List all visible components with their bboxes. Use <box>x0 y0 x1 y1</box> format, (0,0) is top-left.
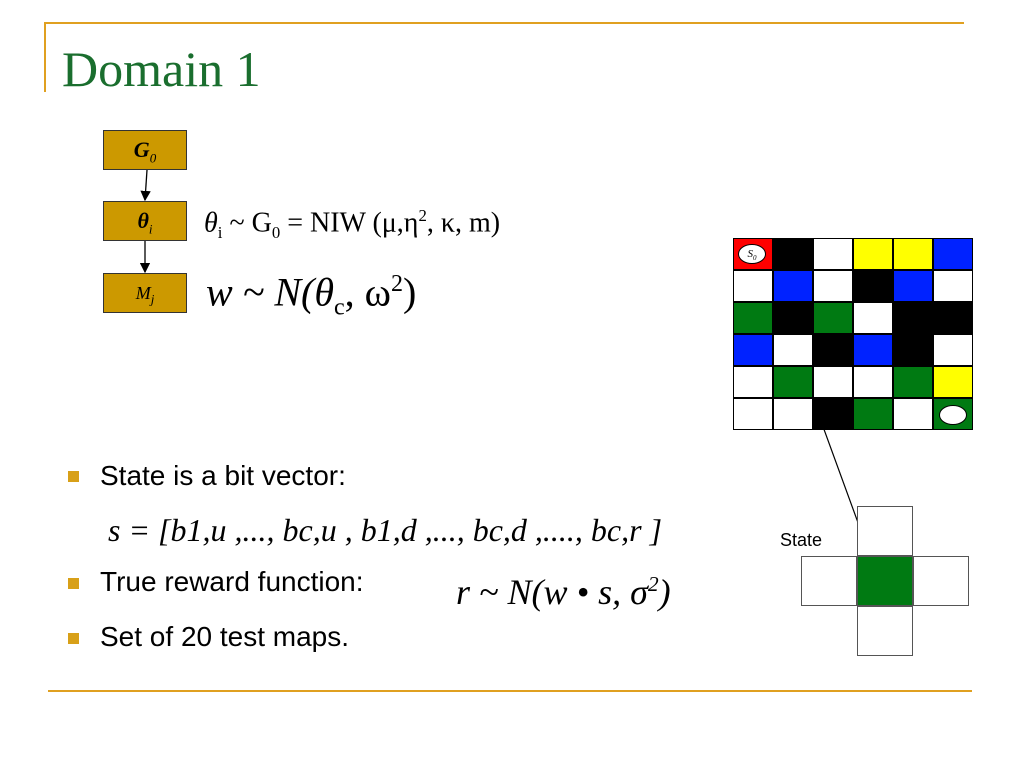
reward-equation: r ~ N(w • s, σ2) <box>456 572 671 612</box>
grid-cell-3-0 <box>733 334 773 366</box>
grid-cell-1-0 <box>733 270 773 302</box>
grid-cell-2-5 <box>933 302 973 334</box>
node-m-main: M <box>135 283 151 303</box>
start-marker-label: S <box>747 248 754 260</box>
grid-cell-2-0 <box>733 302 773 334</box>
state-vector-equation: s = [b1,u ,..., bc,u , b1,d ,..., bc,d ,… <box>108 512 663 548</box>
grid-cell-5-3 <box>853 398 893 430</box>
grid-cell-3-4 <box>893 334 933 366</box>
start-marker-sub: 0 <box>753 254 757 263</box>
state-cell-right <box>913 556 969 606</box>
node-g0-main: G <box>133 137 150 162</box>
grid-cell-4-5 <box>933 366 973 398</box>
bullet-text-2: True reward function: <box>100 566 364 597</box>
grid-cell-5-1 <box>773 398 813 430</box>
state-cell-down <box>857 606 913 656</box>
grid-cell-2-4 <box>893 302 933 334</box>
grid-cell-0-2 <box>813 238 853 270</box>
grid-cell-5-2 <box>813 398 853 430</box>
state-cell-left <box>801 556 857 606</box>
top-accent-rule <box>44 22 964 24</box>
w-distribution-equation: w ~ N(θc, ω2) <box>206 269 417 321</box>
node-g0-sub: 0 <box>149 150 157 166</box>
bottom-accent-rule <box>48 690 972 692</box>
grid-cell-2-3 <box>853 302 893 334</box>
grid-cell-0-4 <box>893 238 933 270</box>
bullet-text-3: Set of 20 test maps. <box>100 621 350 652</box>
grid-cell-2-2 <box>813 302 853 334</box>
node-theta-main: θ <box>137 208 149 233</box>
grid-cell-1-2 <box>813 270 853 302</box>
grid-cell-0-5 <box>933 238 973 270</box>
grid-cell-1-5 <box>933 270 973 302</box>
grid-cell-1-3 <box>853 270 893 302</box>
grid-cell-0-3 <box>853 238 893 270</box>
grid-cell-4-2 <box>813 366 853 398</box>
grid-cell-3-3 <box>853 334 893 366</box>
grid-cell-0-1 <box>773 238 813 270</box>
grid-cell-5-4 <box>893 398 933 430</box>
state-label: State <box>780 530 823 550</box>
bullet-text-1: State is a bit vector: <box>100 460 346 491</box>
bullet-marker-3 <box>68 633 79 644</box>
start-marker: S0 <box>738 244 766 264</box>
grid-cell-3-5 <box>933 334 973 366</box>
grid-cell-5-0 <box>733 398 773 430</box>
slide-title: Domain 1 <box>62 41 261 97</box>
theta-prior-equation: θi ~ G0 = NIW (μ,η2, κ, m) <box>204 206 501 242</box>
grid-cell-4-3 <box>853 366 893 398</box>
left-accent-rule <box>44 22 46 92</box>
bullet-marker-2 <box>68 578 79 589</box>
arrow-g0-to-theta <box>140 169 151 202</box>
grid-cell-3-2 <box>813 334 853 366</box>
node-theta: θi <box>103 201 187 241</box>
bullet-marker-1 <box>68 471 79 482</box>
grid-cell-3-1 <box>773 334 813 366</box>
grid-cell-1-1 <box>773 270 813 302</box>
grid-cell-2-1 <box>773 302 813 334</box>
node-m: Mj <box>103 273 187 313</box>
node-g0: G0 <box>103 130 187 170</box>
grid-cell-1-4 <box>893 270 933 302</box>
goal-marker <box>939 405 967 425</box>
grid-cell-4-4 <box>893 366 933 398</box>
grid-cell-4-1 <box>773 366 813 398</box>
grid-cell-4-0 <box>733 366 773 398</box>
node-theta-sub: i <box>148 221 153 237</box>
node-m-sub: j <box>150 291 155 307</box>
state-cell-up <box>857 506 913 556</box>
state-cell-center <box>857 556 913 606</box>
